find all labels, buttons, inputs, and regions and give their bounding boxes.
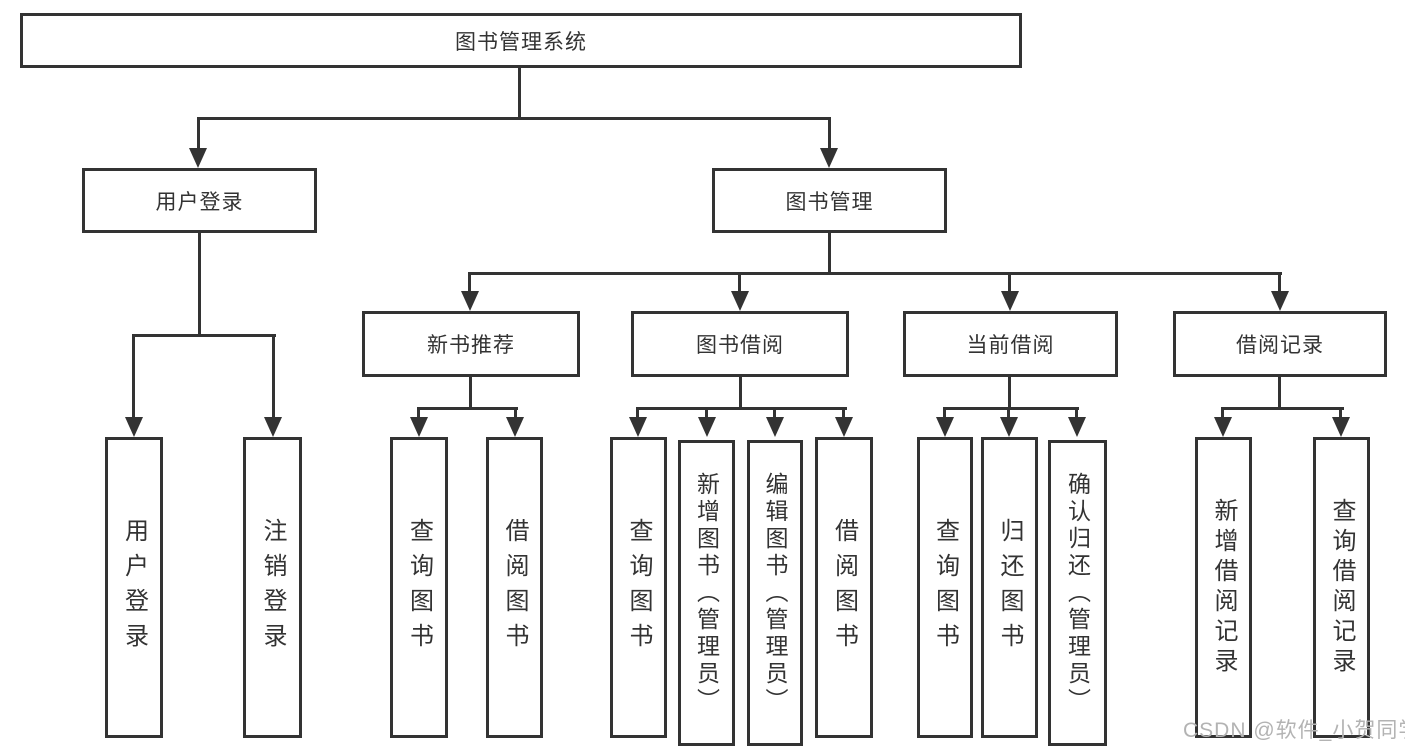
leaf-current-return-books: 归还图书	[981, 437, 1038, 738]
leaf-label: 确认归还（管理员）	[1064, 471, 1091, 715]
connector-line	[417, 407, 420, 419]
connector-line	[197, 117, 200, 151]
connector-line	[943, 407, 1079, 410]
leaf-records-add-record: 新增借阅记录	[1195, 437, 1252, 738]
arrowhead-down-icon	[731, 291, 749, 311]
connector-line	[132, 334, 276, 337]
node-label: 图书管理	[785, 190, 874, 214]
arrowhead-down-icon	[1271, 291, 1289, 311]
connector-line	[1278, 377, 1281, 409]
arrowhead-down-icon	[1332, 417, 1350, 437]
node-book-management: 图书管理	[712, 168, 947, 233]
leaf-label: 归还图书	[996, 517, 1023, 658]
arrowhead-down-icon	[766, 417, 784, 437]
leaf-borrow-edit-books-admin: 编辑图书（管理员）	[747, 440, 803, 746]
leaf-current-query-books: 查询图书	[917, 437, 973, 738]
connector-line	[1008, 272, 1011, 293]
leaf-logout: 注销登录	[243, 437, 302, 738]
leaf-label: 查询图书	[931, 517, 959, 658]
node-label: 用户登录	[155, 190, 244, 214]
connector-line	[468, 272, 471, 293]
leaf-label: 查询图书	[625, 517, 652, 658]
node-label: 图书管理系统	[455, 30, 587, 54]
connector-line	[842, 407, 845, 419]
node-label: 新书推荐	[427, 334, 515, 357]
arrowhead-down-icon	[410, 417, 428, 437]
connector-line	[1278, 272, 1281, 293]
connector-line	[738, 272, 741, 293]
connector-line	[705, 407, 708, 419]
connector-line	[468, 272, 1282, 275]
arrowhead-down-icon	[125, 417, 143, 437]
connector-line	[1007, 407, 1010, 419]
node-current-borrowing: 当前借阅	[903, 311, 1118, 377]
node-book-borrowing: 图书借阅	[631, 311, 849, 377]
arrowhead-down-icon	[189, 148, 207, 168]
connector-line	[197, 117, 831, 120]
connector-line	[828, 233, 831, 275]
leaf-records-query-record: 查询借阅记录	[1313, 437, 1370, 738]
arrowhead-down-icon	[835, 417, 853, 437]
arrowhead-down-icon	[1068, 417, 1086, 437]
connector-line	[636, 407, 847, 410]
node-new-book-recommendation: 新书推荐	[362, 311, 580, 377]
arrowhead-down-icon	[506, 417, 524, 437]
arrowhead-down-icon	[1000, 417, 1018, 437]
leaf-current-confirm-return-admin: 确认归还（管理员）	[1048, 440, 1107, 746]
leaf-label: 用户登录	[120, 517, 148, 658]
arrowhead-down-icon	[1001, 291, 1019, 311]
arrowhead-down-icon	[820, 148, 838, 168]
node-label: 当前借阅	[966, 334, 1055, 357]
connector-line	[132, 334, 135, 419]
leaf-label: 新增图书（管理员）	[693, 471, 720, 715]
leaf-label: 编辑图书（管理员）	[762, 471, 788, 715]
leaf-borrow-add-books-admin: 新增图书（管理员）	[678, 440, 735, 746]
leaf-label: 查询借阅记录	[1328, 497, 1355, 678]
arrowhead-down-icon	[936, 417, 954, 437]
connector-line	[1008, 377, 1011, 409]
connector-line	[514, 407, 517, 419]
node-borrowing-records: 借阅记录	[1173, 311, 1387, 377]
connector-line	[1221, 407, 1224, 419]
connector-line	[417, 407, 518, 410]
leaf-label: 借阅图书	[830, 517, 858, 658]
node-label: 借阅记录	[1236, 334, 1324, 357]
arrowhead-down-icon	[629, 417, 647, 437]
leaf-label: 查询图书	[405, 517, 433, 658]
connector-line	[739, 377, 742, 409]
node-label: 图书借阅	[696, 334, 784, 357]
connector-line	[1339, 407, 1342, 419]
leaf-recommend-borrow-books: 借阅图书	[486, 437, 543, 738]
watermark: CSDN @软件_小贺同学	[1183, 719, 1405, 742]
connector-line	[469, 377, 472, 409]
connector-line	[1221, 407, 1344, 410]
leaf-label: 新增借阅记录	[1210, 497, 1237, 678]
leaf-user-login: 用户登录	[105, 437, 163, 738]
leaf-borrow-query-books: 查询图书	[610, 437, 667, 738]
connector-line	[943, 407, 946, 419]
node-user-login: 用户登录	[82, 168, 317, 233]
leaf-recommend-query-books: 查询图书	[390, 437, 448, 738]
connector-line	[773, 407, 776, 419]
arrowhead-down-icon	[1214, 417, 1232, 437]
leaf-label: 注销登录	[259, 517, 286, 658]
node-library-management-system: 图书管理系统	[20, 13, 1022, 68]
arrowhead-down-icon	[698, 417, 716, 437]
connector-line	[518, 68, 521, 118]
connector-line	[636, 407, 639, 419]
leaf-borrow-borrow-books: 借阅图书	[815, 437, 873, 738]
connector-line	[198, 233, 201, 336]
arrowhead-down-icon	[461, 291, 479, 311]
connector-line	[828, 117, 831, 151]
connector-line	[1075, 407, 1078, 419]
leaf-label: 借阅图书	[501, 517, 528, 658]
connector-line	[272, 334, 275, 419]
arrowhead-down-icon	[264, 417, 282, 437]
